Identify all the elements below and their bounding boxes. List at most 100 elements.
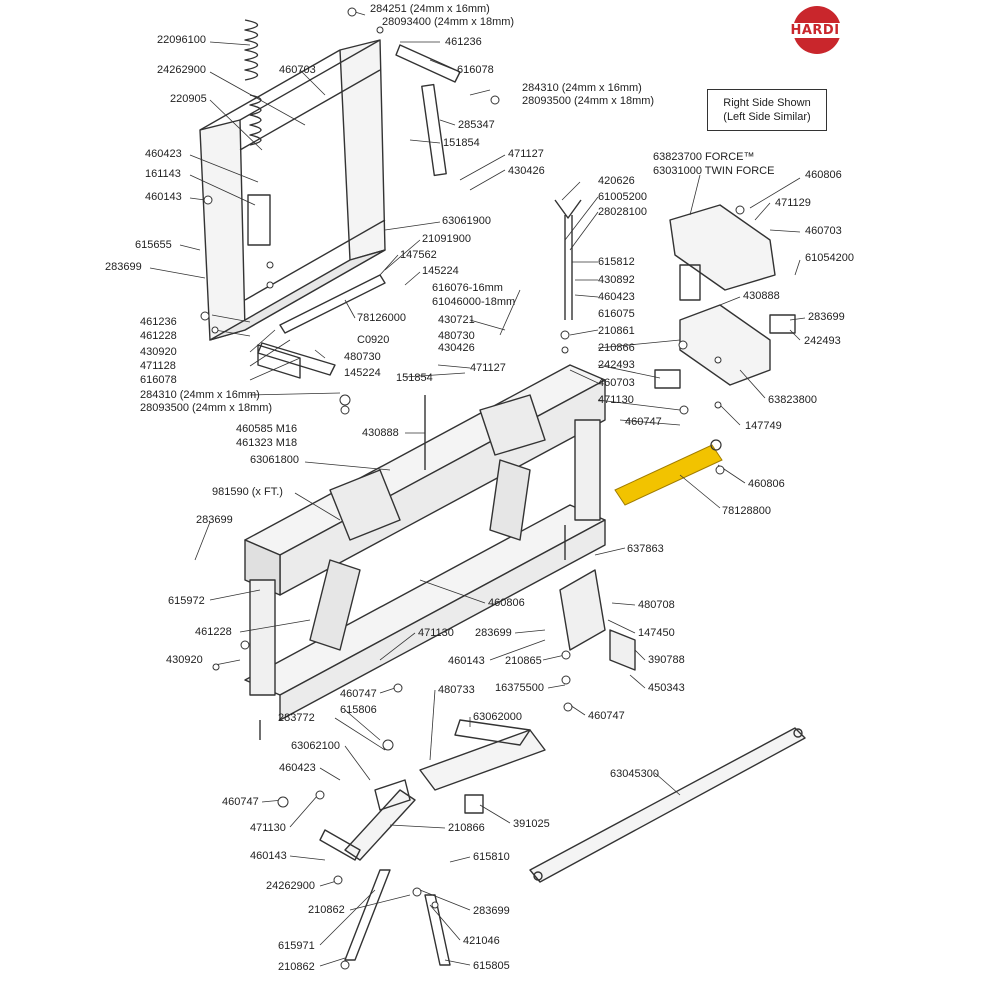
part-label: 210862: [308, 904, 345, 916]
part-label: 21091900: [422, 233, 471, 245]
part-label: 210866: [598, 342, 635, 354]
lower-bracket: [559, 569, 636, 671]
part-label: 615812: [598, 256, 635, 268]
part-label: 480730: [344, 351, 381, 363]
part-label: 460143: [448, 655, 485, 667]
part-label: 283699: [196, 514, 233, 526]
part-label: 391025: [513, 818, 550, 830]
part-label: 471129: [775, 197, 811, 209]
part-label: 430888: [362, 427, 399, 439]
part-label: 22096100: [157, 34, 206, 46]
part-label: 460747: [588, 710, 625, 722]
part-label: 616078: [140, 374, 177, 386]
part-label: 460143: [145, 191, 182, 203]
part-label: 28028100: [598, 206, 647, 218]
part-label: 480733: [438, 684, 475, 696]
part-label: 16375500: [495, 682, 544, 694]
part-label: 28093400 (24mm x 18mm): [382, 16, 515, 28]
part-label: 283699: [105, 261, 142, 273]
part-label: 616076-16mm: [432, 282, 503, 294]
logo-band: [779, 23, 851, 38]
part-label: 460423: [279, 762, 316, 774]
part-label: 461228: [140, 330, 177, 342]
hardi-logo: HARDI: [779, 6, 851, 56]
part-label: 283699: [473, 905, 510, 917]
part-label: 616078: [457, 64, 494, 76]
part-label: 616075: [598, 308, 635, 320]
part-label: 63031000 TWIN FORCE: [653, 165, 775, 177]
part-label: 210862: [278, 961, 315, 973]
part-label: 24262900: [157, 64, 206, 76]
part-label: 461236: [140, 316, 177, 328]
part-label: 78126000: [357, 312, 406, 324]
part-label: 151854: [396, 372, 433, 384]
part-label: 24262900: [266, 880, 315, 892]
part-label: C0920: [357, 334, 390, 346]
part-label: 63823800: [768, 394, 817, 406]
part-label: 471130: [250, 822, 286, 834]
part-label: 28093500 (24mm x 18mm): [140, 402, 273, 414]
highlighted-cylinder: [614, 439, 723, 506]
part-label: 63045300: [610, 768, 659, 780]
part-label: 145224: [422, 265, 459, 277]
part-label: 450343: [648, 682, 685, 694]
side-note-line1: Right Side Shown: [723, 97, 811, 109]
part-label: 283699: [475, 627, 512, 639]
part-label: 63061800: [250, 454, 299, 466]
long-bar: [529, 727, 806, 883]
part-label: 284251 (24mm x 16mm): [370, 3, 490, 15]
part-label: 637863: [627, 543, 664, 555]
part-label: 460423: [145, 148, 182, 160]
coil-spring: [244, 19, 271, 246]
part-label: 420626: [598, 175, 635, 187]
part-label: 147450: [638, 627, 675, 639]
part-label: 471127: [508, 148, 544, 160]
part-label: 615810: [473, 851, 510, 863]
part-label: 460423: [598, 291, 635, 303]
part-label: 147749: [745, 420, 782, 432]
part-label: 421046: [463, 935, 500, 947]
fasteners: [200, 7, 745, 970]
part-label: 461323 M18: [236, 437, 298, 449]
part-label: 210866: [448, 822, 485, 834]
part-label: 151854: [443, 137, 480, 149]
part-label: 461236: [445, 36, 482, 48]
part-label: 63062100: [291, 740, 340, 752]
part-label: 615806: [340, 704, 377, 716]
part-label: 460703: [279, 64, 316, 76]
logo-text: HARDI: [790, 23, 840, 38]
part-label: 471128: [140, 360, 176, 372]
part-label: 390788: [648, 654, 685, 666]
part-label: 471127: [470, 362, 506, 374]
part-label: 461228: [195, 626, 232, 638]
part-label: 242493: [598, 359, 635, 371]
part-label: 430892: [598, 274, 635, 286]
part-label: 210861: [598, 325, 635, 337]
part-label: 615971: [278, 940, 315, 952]
part-label: 242493: [804, 335, 841, 347]
part-label: 61054200: [805, 252, 854, 264]
part-label: 283772: [278, 712, 315, 724]
part-label: 471130: [418, 627, 454, 639]
upper-mast-frame: [199, 39, 386, 341]
side-note-box: Right Side Shown (Left Side Similar): [707, 89, 827, 131]
side-note-line2: (Left Side Similar): [723, 111, 811, 123]
part-label: 430721: [438, 314, 475, 326]
lift-rod: [554, 199, 582, 320]
part-label: 63823700 FORCE™: [653, 151, 755, 163]
part-label: 63061900: [442, 215, 491, 227]
part-label: 430426: [508, 165, 545, 177]
part-label: 460703: [598, 377, 635, 389]
part-label: 460747: [222, 796, 259, 808]
part-label: 61005200: [598, 191, 647, 203]
part-label: 615805: [473, 960, 510, 972]
part-label: 460806: [805, 169, 842, 181]
part-label: 210865: [505, 655, 542, 667]
part-label: 147562: [400, 249, 437, 261]
part-label: 63062000: [473, 711, 522, 723]
part-label: 161143: [145, 168, 181, 180]
part-label: 460585 M16: [236, 423, 298, 435]
part-label: 460703: [805, 225, 842, 237]
part-label: 460806: [748, 478, 785, 490]
